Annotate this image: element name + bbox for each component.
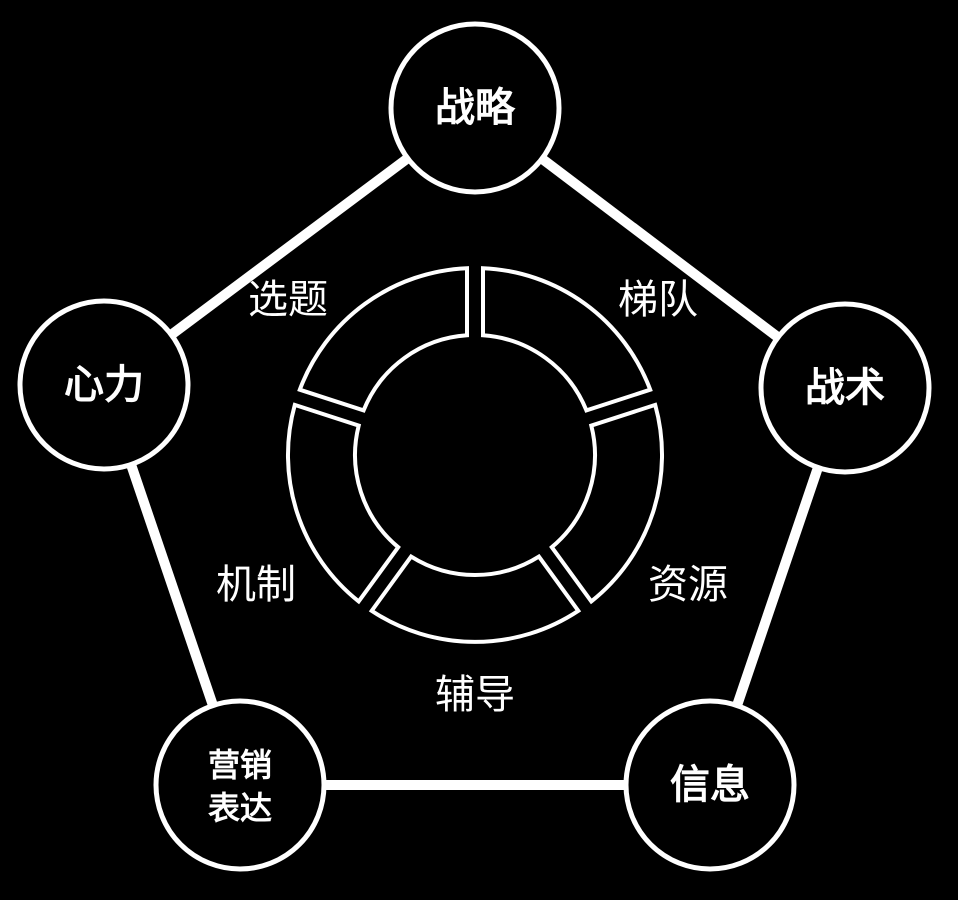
node-marketing-label-line2: 表达 xyxy=(208,789,272,827)
node-marketing-label-line1: 营销 xyxy=(208,746,272,784)
ring-segment-coaching xyxy=(368,553,582,644)
node-information-label: 信息 xyxy=(670,762,750,808)
node-tactics-label: 战术 xyxy=(805,365,885,411)
node-tactics: 战术 xyxy=(758,301,932,475)
segment-label-coaching: 辅导 xyxy=(435,672,515,718)
node-mindset-label: 心力 xyxy=(64,362,144,408)
ring-segment-topic xyxy=(297,266,469,413)
node-strategy: 战略 xyxy=(388,21,562,195)
node-information: 信息 xyxy=(623,698,797,872)
node-strategy-label: 战略 xyxy=(435,85,516,131)
ring-segment-mechanism xyxy=(286,402,401,605)
ring-segment-echelon xyxy=(481,266,653,413)
segment-label-resources: 资源 xyxy=(648,562,728,608)
inner-ring xyxy=(286,266,664,644)
segment-label-topic: 选题 xyxy=(248,277,328,323)
ring-segment-resources xyxy=(549,402,664,605)
node-mindset: 心力 xyxy=(17,298,191,472)
segment-label-mechanism: 机制 xyxy=(216,562,296,608)
segment-label-echelon: 梯队 xyxy=(618,277,698,323)
node-marketing: 营销 表达 xyxy=(153,698,327,872)
